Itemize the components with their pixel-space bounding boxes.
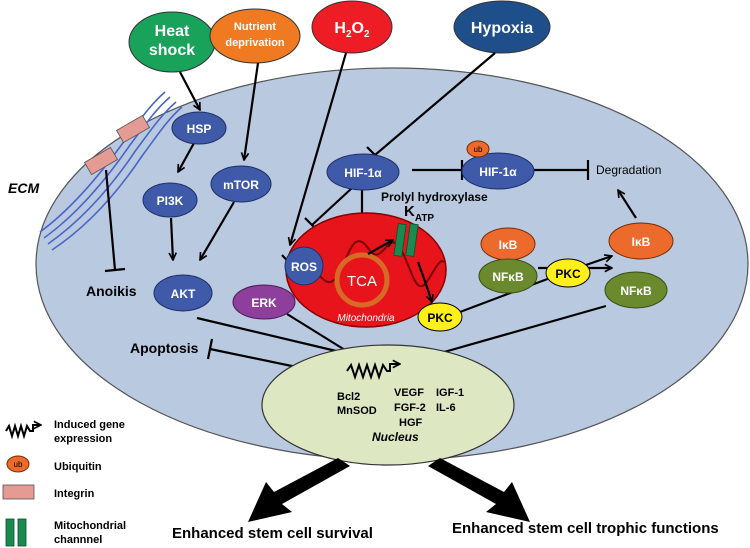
akt-node	[153, 274, 213, 312]
edge-hsp-pi3k	[177, 142, 195, 172]
gene-igf1: IGF-1	[436, 387, 464, 399]
nucleus	[261, 344, 515, 466]
edge-tca-katp	[367, 239, 393, 255]
hypoxia-label: Hypoxia	[471, 20, 533, 37]
nfkb-node-right	[604, 271, 668, 309]
ecm-label: ECM	[8, 180, 39, 196]
edge-h2o2-erk	[290, 52, 348, 245]
pi3k-node	[142, 182, 198, 218]
edge-heat-hsp	[179, 71, 201, 110]
induced-gene-expression-symbol	[346, 364, 400, 381]
legend-channel-line2: channnel	[54, 534, 102, 546]
outcome-arrow-right	[428, 458, 530, 522]
nutrient-label-2: deprivation	[225, 37, 285, 49]
hsp-label: HSP	[187, 122, 212, 136]
ros-node	[284, 246, 324, 286]
legend-ubiquitin-icon	[6, 455, 30, 473]
legend-channel-line1: Mitochondrial	[54, 520, 126, 532]
hypoxia-node	[453, 0, 551, 54]
hsp-node	[171, 111, 227, 145]
edge-pkc-mito-pkc	[451, 275, 558, 317]
integrin-upper	[115, 114, 151, 144]
edge-nfkb-nucleus	[416, 304, 607, 360]
hif1a-left-label: HIF-1α	[344, 166, 382, 180]
katp-label: KATP	[404, 203, 434, 224]
heat-shock-label-1: Heat	[155, 23, 190, 40]
edge-integrin-anoikis	[104, 169, 117, 271]
h2o2-label: H2O2	[334, 20, 370, 40]
prolyl-hydroxylase-label: Prolyl hydroxylase	[381, 190, 488, 204]
legend-ubiquitin-icon-label: ub	[14, 460, 23, 469]
edge-erk-nucleus	[286, 313, 353, 355]
gene-fgf2: FGF-2	[394, 402, 426, 414]
ikb-left-label: IκB	[499, 238, 518, 252]
edge-pi3k-akt	[171, 217, 173, 260]
nfkb-right-label: NFκB	[620, 284, 652, 298]
gene-hgf: HGF	[399, 417, 423, 429]
nucleus-label: Nucleus	[372, 430, 419, 444]
integrin-lower	[83, 146, 119, 176]
legend-channel-icon-right	[17, 518, 27, 547]
erk-label: ERK	[251, 296, 277, 310]
katp-channel-left	[393, 223, 407, 257]
hif1a-node-right	[461, 152, 535, 190]
hif1a-node-left	[326, 153, 400, 191]
ecm-fibers	[39, 91, 183, 251]
erk-node	[232, 284, 296, 320]
ikb-node-right	[608, 222, 674, 260]
mitochondria-label: Mitochondria	[337, 313, 395, 324]
legend-gene-line2: expression	[54, 433, 112, 445]
legend-integrin-icon	[2, 484, 35, 500]
edge-hif-ros	[311, 187, 353, 226]
pkc-node-mid	[545, 258, 591, 288]
edge-katp-pkc	[416, 261, 432, 302]
mitochondria-cristae	[295, 240, 445, 288]
gene-il6: IL-6	[436, 402, 456, 414]
ubiquitin-badge	[466, 140, 490, 158]
mtor-label: mTOR	[223, 178, 259, 192]
heat-shock-label-2: shock	[149, 42, 195, 59]
edge-nutrient-mtor	[244, 62, 260, 160]
gene-mnsod: MnSOD	[337, 405, 377, 417]
mtor-node	[210, 165, 272, 203]
outcome-arrow-left	[248, 458, 350, 522]
pkc-mid-label: PKC	[555, 267, 581, 281]
akt-label: AKT	[171, 287, 196, 301]
tca-cycle-ring	[334, 252, 390, 308]
outcome-trophic: Enhanced stem cell trophic functions	[452, 520, 719, 537]
edge-ikb-degradation	[618, 190, 637, 219]
ikb-right-label: IκB	[632, 235, 651, 249]
edge-hypoxia-inhibit	[374, 52, 496, 156]
pi3k-label: PI3K	[157, 194, 184, 208]
legend-integrin-label: Integrin	[54, 488, 95, 500]
apoptosis-label: Apoptosis	[130, 340, 199, 356]
outcome-arrows	[248, 458, 530, 522]
gene-vegf: VEGF	[394, 387, 424, 399]
legend-ubiquitin-label: Ubiquitin	[54, 461, 102, 473]
ubiquitin-badge-label: ub	[474, 145, 483, 154]
tca-label: TCA	[347, 273, 377, 290]
nfkb-node-left	[478, 258, 538, 294]
anoikis-label: Anoikis	[86, 283, 137, 299]
legend-gene-expression-icon	[5, 425, 41, 440]
outcome-survival: Enhanced stem cell survival	[172, 525, 373, 542]
edge-pkc-ikb	[582, 256, 612, 268]
legend: Induced gene expression ub Ubiquitin Int…	[2, 419, 126, 547]
pkc-node-mito	[417, 302, 463, 332]
nfkb-left-label: NFκB	[492, 270, 524, 284]
gene-bcl2: Bcl2	[337, 391, 360, 403]
nutrient-label-1: Nutrient	[234, 21, 277, 33]
edge-akt-nucleus	[196, 316, 353, 355]
katp-channel-right	[405, 223, 419, 257]
legend-channel-icon-left	[5, 518, 15, 547]
pkc-mito-label: PKC	[427, 311, 453, 325]
nutrient-deprivation-node	[209, 8, 301, 64]
h2o2-node	[311, 0, 393, 54]
legend-gene-line1: Induced gene	[54, 419, 125, 431]
degradation-label: Degradation	[596, 163, 661, 177]
edge-mtor-akt	[199, 201, 235, 260]
hif1a-right-label: HIF-1α	[479, 165, 517, 179]
ros-label: ROS	[291, 260, 317, 274]
